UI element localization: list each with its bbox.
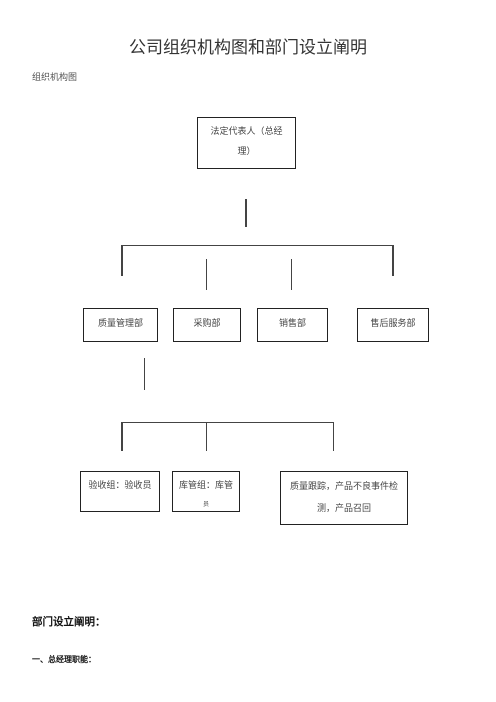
section-heading-department-description: 部门设立阐明： <box>32 616 106 628</box>
root-box-line2: 理） <box>237 146 256 157</box>
group-box-warehouse-line2: 员 <box>202 500 209 508</box>
group-box-warehouse: 库管组：库管 员 <box>172 471 240 512</box>
root-box-legal-representative: 法定代表人（总经 理） <box>197 117 296 169</box>
dept-box-quality: 质量管理部 <box>83 308 158 342</box>
connector-lower-drop-2 <box>206 422 207 451</box>
dept-box-after-sales-label: 售后服务部 <box>370 319 416 329</box>
connector-drop-4 <box>392 245 394 276</box>
dept-box-sales: 销售部 <box>257 308 328 342</box>
dept-box-quality-label: 质量管理部 <box>97 319 143 329</box>
connector-bus-top <box>121 245 393 246</box>
connector-lower-drop-3 <box>333 422 334 451</box>
connector-drop-1 <box>121 245 123 276</box>
dept-box-after-sales: 售后服务部 <box>357 308 429 342</box>
group-box-quality-tracking-line1: 质量跟踪，产品不良事件检 <box>289 482 398 492</box>
document-title: 公司组织机构图和部门设立阐明 <box>129 38 367 58</box>
group-box-inspection: 验收组：验收员 <box>80 471 160 512</box>
group-box-quality-tracking-line2: 测，产品召回 <box>316 503 371 514</box>
connector-bus-lower <box>121 422 334 423</box>
dept-box-purchasing-label: 采购部 <box>193 319 221 329</box>
dept-box-sales-label: 销售部 <box>278 319 306 329</box>
connector-drop-3 <box>291 259 292 290</box>
root-box-line1: 法定代表人（总经 <box>210 127 283 137</box>
connector-drop-2 <box>206 259 207 290</box>
group-box-quality-tracking: 质量跟踪，产品不良事件检 测，产品召回 <box>280 471 408 525</box>
group-box-warehouse-line1: 库管组：库管 <box>178 481 233 491</box>
org-chart-subtitle: 组织机构图 <box>32 73 78 83</box>
dept-box-purchasing: 采购部 <box>173 308 241 342</box>
connector-quality <box>144 358 145 390</box>
connector-lower-drop-1 <box>121 422 123 451</box>
group-box-inspection-label: 验收组：验收员 <box>88 481 152 491</box>
section-item-gm-functions: 一、总经理职能： <box>32 655 96 664</box>
connector-root <box>245 199 247 227</box>
